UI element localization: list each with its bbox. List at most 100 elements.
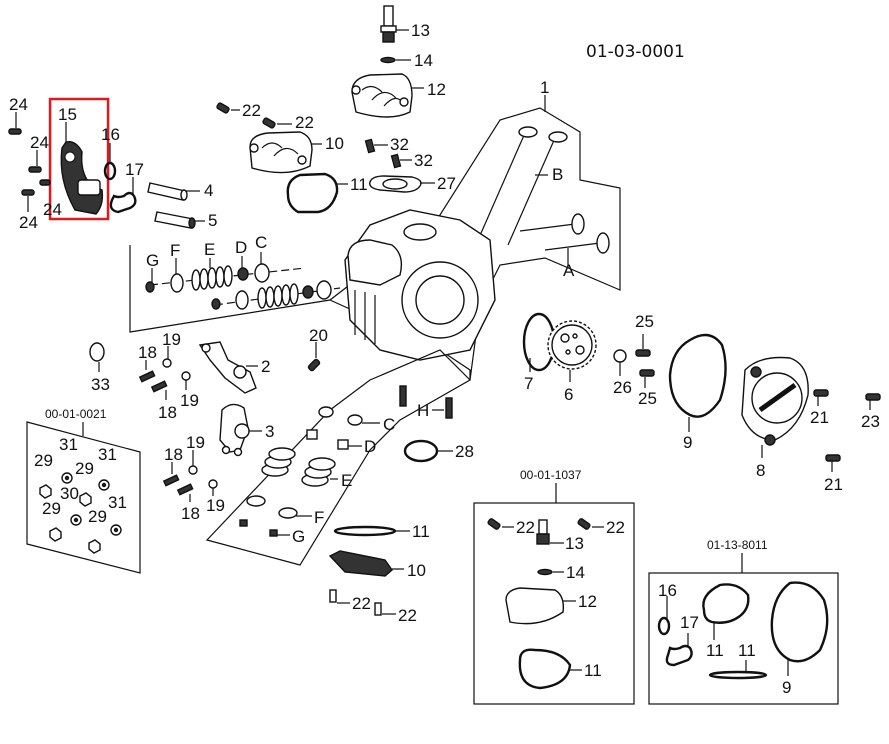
- callout-F1: F: [170, 241, 180, 260]
- part-5-pin[interactable]: [154, 211, 196, 229]
- callout-E2: E: [341, 471, 352, 490]
- bolts-24[interactable]: [8, 128, 51, 196]
- valve-train-row-1[interactable]: [145, 263, 270, 293]
- callout-32b: 32: [414, 151, 433, 170]
- callout-22b: 22: [295, 113, 314, 132]
- part-9-gasket[interactable]: [668, 333, 727, 418]
- part-12-cover[interactable]: [351, 73, 413, 118]
- part-11-gasket-lower[interactable]: [333, 525, 397, 537]
- callout-A: A: [563, 261, 575, 280]
- callout-10b: 10: [407, 561, 426, 580]
- callout-19d: 19: [206, 496, 225, 515]
- callout-23: 23: [861, 412, 880, 431]
- callout-18b: 18: [158, 403, 177, 422]
- callout-G2: G: [292, 527, 305, 546]
- part-6-sprocket[interactable]: [547, 320, 597, 370]
- kit-8011-code: 01-13-8011: [707, 538, 768, 552]
- callout-24b: 24: [30, 133, 49, 152]
- callout-27: 27: [437, 174, 456, 193]
- callout-3: 3: [265, 422, 274, 441]
- kit-0021-code: 00-01-0021: [45, 407, 107, 421]
- callout-D2: D: [364, 437, 376, 456]
- part-33-bushing[interactable]: [89, 342, 105, 362]
- valve-train-row-2[interactable]: [211, 280, 332, 310]
- callout-26: 26: [613, 378, 632, 397]
- valves-A[interactable]: [519, 213, 610, 254]
- bolts-25[interactable]: [635, 349, 655, 377]
- studs-32[interactable]: [364, 138, 402, 169]
- pins-H[interactable]: [399, 385, 453, 419]
- callout-28: 28: [455, 442, 474, 461]
- kit-0021-label-30: 30: [60, 484, 79, 503]
- callout-24d: 24: [19, 213, 38, 232]
- kit-0021-label-31c: 31: [108, 493, 127, 512]
- callout-19a: 19: [162, 330, 181, 349]
- part-10-cover[interactable]: [249, 131, 313, 174]
- callout-22a: 22: [242, 101, 261, 120]
- callout-33: 33: [91, 375, 110, 394]
- callout-22d: 22: [398, 606, 417, 625]
- callout-11a: 11: [350, 175, 368, 194]
- callout-14: 14: [414, 51, 433, 70]
- bolts-22-lower[interactable]: [329, 589, 382, 616]
- part-28-oring[interactable]: [403, 439, 439, 463]
- callout-19c: 19: [186, 433, 205, 452]
- part-20-bolt[interactable]: [307, 358, 321, 372]
- callout-18a: 18: [138, 343, 157, 362]
- valves-B[interactable]: [477, 126, 568, 246]
- callout-18d: 18: [181, 504, 200, 523]
- part-2-rocker-arm[interactable]: [198, 341, 257, 394]
- callout-6: 6: [564, 385, 573, 404]
- kit-8011-parts[interactable]: [657, 581, 829, 680]
- callout-24c: 24: [43, 200, 62, 219]
- callout-8: 8: [756, 461, 765, 480]
- part-10-cover-lower[interactable]: [328, 550, 393, 577]
- bolts-21-23[interactable]: [813, 389, 881, 462]
- part-17-gasket[interactable]: [109, 191, 137, 214]
- callout-B: B: [552, 165, 563, 184]
- callout-20: 20: [309, 326, 328, 345]
- callout-19b: 19: [180, 391, 199, 410]
- kit-01-13-8011: 01-13-8011 16 17 11 11 9: [648, 538, 839, 705]
- kit-1037-parts[interactable]: [487, 518, 591, 690]
- part-26-dowel[interactable]: [613, 349, 627, 363]
- callout-H: H: [417, 401, 429, 420]
- callout-11b: 11: [412, 522, 430, 541]
- part-4-pin[interactable]: [147, 182, 188, 201]
- cylinder-head[interactable]: [344, 209, 496, 361]
- kit-8011-label-11b: 11: [738, 641, 756, 660]
- callout-13: 13: [411, 21, 430, 40]
- callout-25b: 25: [638, 389, 657, 408]
- callout-22c: 22: [352, 594, 371, 613]
- callout-C2: C: [383, 415, 395, 434]
- part-8-cover[interactable]: [741, 356, 809, 446]
- callout-5: 5: [208, 211, 217, 230]
- kit-1037-label-22a: 22: [516, 518, 535, 537]
- studs-18[interactable]: [138, 370, 194, 496]
- callout-2: 2: [261, 357, 270, 376]
- part-15-shape[interactable]: [60, 141, 104, 215]
- kit-0021-parts[interactable]: [39, 472, 122, 554]
- kit-8011-label-9: 9: [782, 678, 791, 697]
- bolts-22-top[interactable]: [216, 102, 276, 129]
- kit-1037-label-22b: 22: [606, 518, 625, 537]
- callout-17: 17: [125, 160, 144, 179]
- callout-25a: 25: [635, 312, 654, 331]
- part-11-gasket-top[interactable]: [286, 172, 339, 214]
- kit-00-01-0021: 00-01-0021 31 31 29 29 30 29 29 31: [26, 407, 141, 574]
- kit-0021-label-29c: 29: [42, 499, 61, 518]
- nuts-19[interactable]: [162, 358, 218, 489]
- kit-0021-label-31a: 31: [59, 435, 78, 454]
- part-3-rocker-arm[interactable]: [219, 403, 250, 457]
- kit-0021-label-31b: 31: [98, 445, 117, 464]
- kit-1037-label-14: 14: [566, 563, 585, 582]
- group-lower-outline: [205, 349, 471, 566]
- callout-E1: E: [204, 240, 215, 259]
- valve-train-lower[interactable]: [239, 406, 363, 537]
- part-16-oring[interactable]: [103, 161, 117, 181]
- callout-1: 1: [540, 78, 549, 97]
- part-14-washer[interactable]: [380, 56, 396, 64]
- part-13-fitting[interactable]: [380, 5, 397, 43]
- callout-9: 9: [683, 433, 692, 452]
